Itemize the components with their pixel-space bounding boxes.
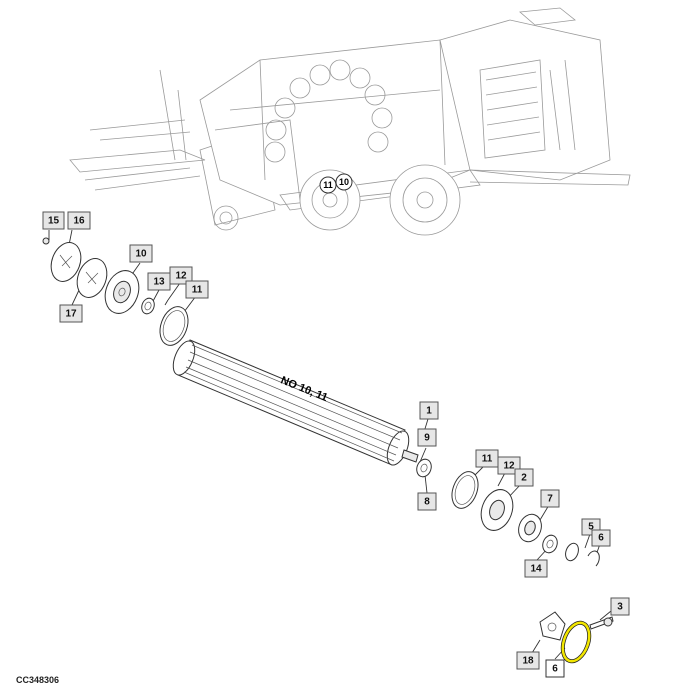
callout-2[interactable]: 2: [514, 468, 534, 487]
callout-13-label: 13: [153, 277, 165, 288]
callout-9[interactable]: 9: [417, 428, 437, 447]
callout-10-label: 10: [135, 249, 147, 260]
callout-3-label: 3: [617, 602, 623, 613]
part-seal-ring-11-right: [451, 471, 479, 509]
callout-6-highlighted-label: 6: [552, 664, 558, 675]
callout-1[interactable]: 1: [419, 401, 439, 420]
callout-14-label: 14: [530, 564, 542, 575]
part-seal-6-highlighted: [560, 620, 592, 664]
part-bushing-8: [416, 458, 432, 478]
callout-15-label: 15: [48, 216, 60, 227]
part-seal-ring-11: [159, 306, 189, 346]
part-flange-2: [480, 489, 514, 531]
callout-7-label: 7: [547, 494, 553, 505]
callout-17-label: 17: [65, 309, 77, 320]
part-bearing-14: [542, 534, 558, 554]
part-bolt-15: [42, 237, 50, 245]
machine-marker-10: 10: [339, 177, 349, 187]
part-bolt-3: [589, 616, 614, 630]
callout-12-label: 12: [175, 271, 187, 282]
callout-6[interactable]: 6: [591, 529, 611, 547]
document-code: CC348306: [16, 675, 60, 685]
callout-8-label: 8: [424, 497, 430, 508]
baler-machine-illustration: [69, 7, 631, 236]
callout-14[interactable]: 14: [524, 559, 548, 578]
part-circlip-6: [587, 550, 600, 567]
callout-18-label: 18: [522, 656, 534, 667]
callout-2-label: 2: [521, 473, 527, 484]
part-flange-10: [104, 270, 140, 314]
callout-8[interactable]: 8: [417, 492, 437, 511]
callout-5-label: 5: [588, 522, 594, 533]
part-snap-ring-12: [164, 299, 169, 306]
callout-12-right-label: 12: [503, 461, 515, 472]
part-bearing-13: [141, 297, 155, 315]
machine-marker-11: 11: [323, 180, 333, 190]
callout-12[interactable]: 12: [169, 266, 193, 285]
part-ring-5: [565, 542, 579, 562]
callout-6-highlighted[interactable]: 6: [545, 659, 565, 678]
callout-18[interactable]: 18: [516, 651, 540, 670]
part-shield-17: [76, 258, 108, 298]
callout-11-right[interactable]: 11: [475, 449, 499, 468]
callout-7[interactable]: 7: [540, 489, 560, 508]
callout-16[interactable]: 16: [67, 211, 91, 230]
callout-10[interactable]: 10: [129, 244, 153, 263]
callout-11[interactable]: 11: [185, 280, 209, 299]
callout-13[interactable]: 13: [147, 272, 171, 291]
callout-11-label: 11: [192, 285, 203, 296]
callout-15[interactable]: 15: [42, 211, 65, 230]
part-bearing-housing-7: [518, 513, 542, 543]
part-plate-18: [539, 611, 566, 641]
callout-11-right-label: 11: [482, 454, 493, 465]
callout-1-label: 1: [426, 406, 432, 417]
part-roller-1: NO 10, 11: [172, 339, 419, 466]
callout-17[interactable]: 17: [59, 304, 83, 323]
callout-6-label: 6: [598, 533, 604, 544]
machine-location-markers: 11 10: [319, 173, 353, 194]
callout-9-label: 9: [424, 433, 430, 444]
callout-16-label: 16: [73, 216, 85, 227]
callout-3[interactable]: 3: [610, 597, 630, 616]
part-shield-16: [50, 242, 82, 282]
